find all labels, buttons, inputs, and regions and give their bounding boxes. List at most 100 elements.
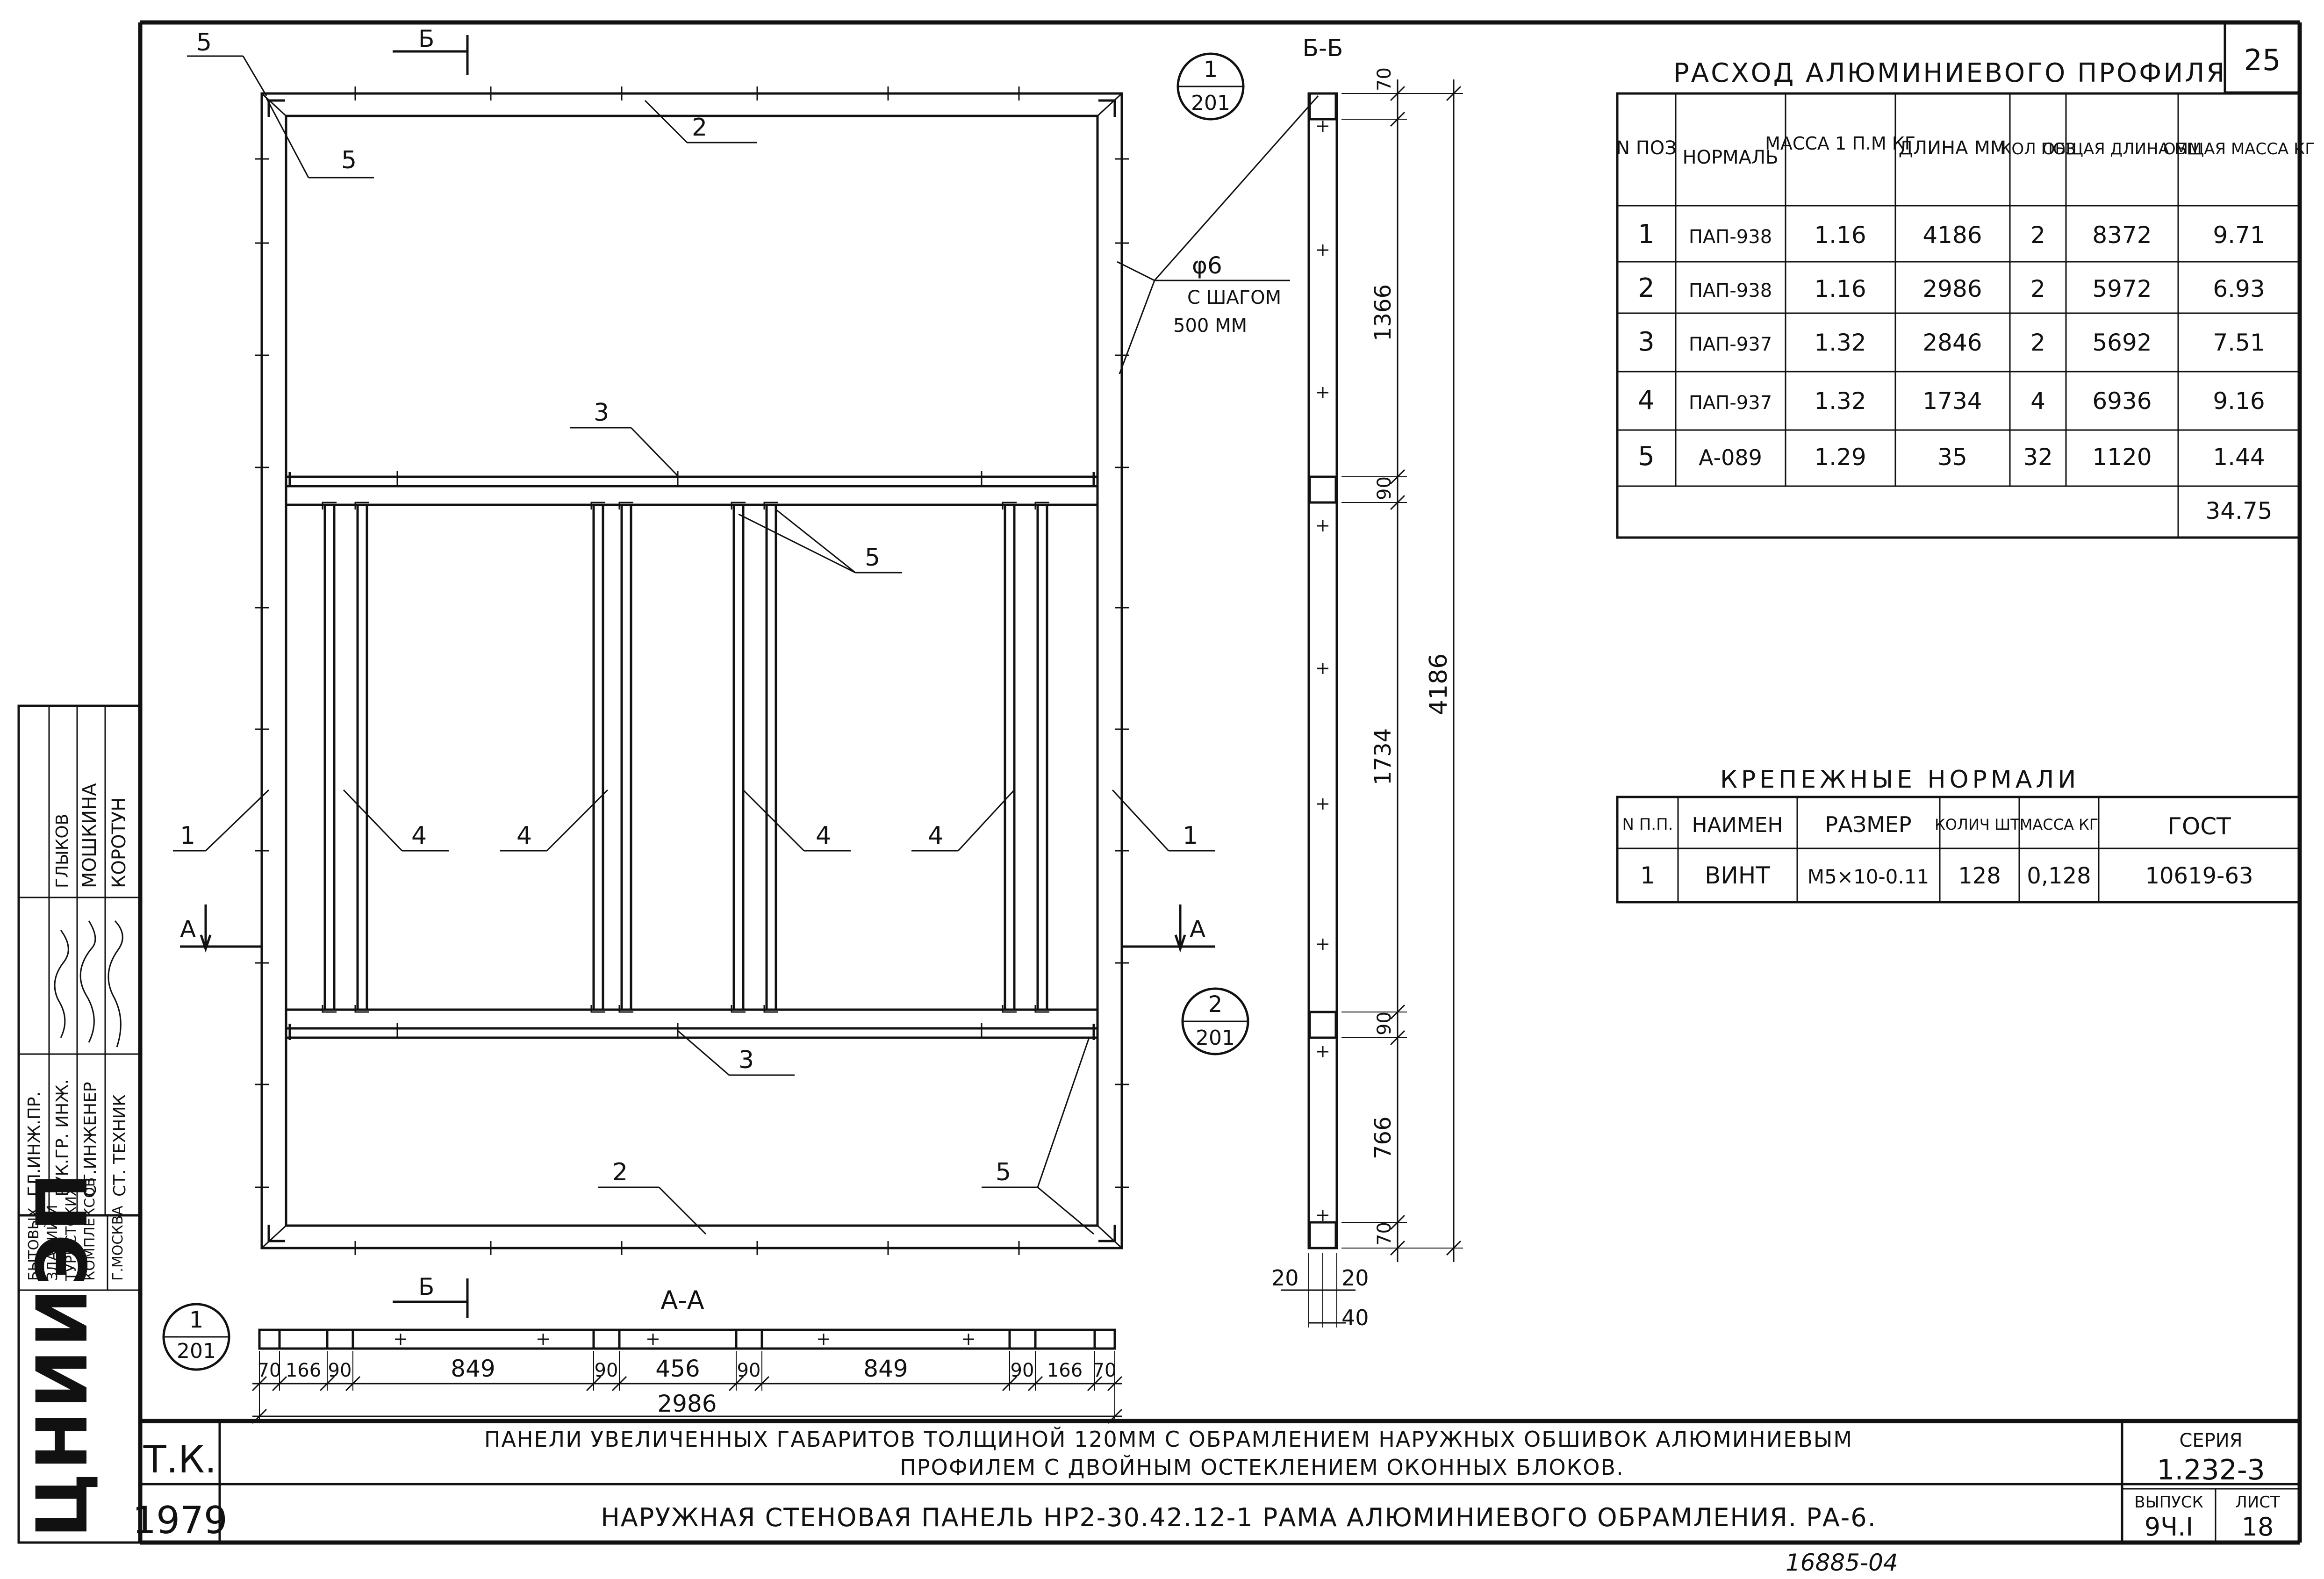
svg-text:1.29: 1.29 — [1814, 444, 1866, 471]
dim-70-top: 70 — [1374, 67, 1395, 91]
svg-text:ВИНТ: ВИНТ — [1705, 862, 1770, 889]
profile-total: 34.75 — [2205, 497, 2272, 524]
svg-text:1.44: 1.44 — [2213, 444, 2265, 471]
section-bb-title: Б-Б — [1303, 35, 1343, 62]
dim-total-2986: 2986 — [657, 1390, 717, 1417]
role-0: ГЛ.ИНЖ.ПР. — [25, 1091, 44, 1197]
signature-2 — [79, 920, 96, 1043]
profile-header-6: ОБЩАЯ МАССА КГ — [2163, 140, 2315, 158]
svg-text:ПАП-937: ПАП-937 — [1689, 392, 1772, 414]
svg-text:2: 2 — [1208, 991, 1223, 1018]
svg-text:1120: 1120 — [2092, 444, 2152, 471]
profile-row-3: 3 ПАП-937 1.32 2846 2 5692 7.51 — [1638, 327, 2265, 357]
svg-text:2: 2 — [2030, 329, 2045, 356]
label-pos4-a: 4 — [411, 822, 427, 850]
dim-20-right: 20 — [1341, 1265, 1369, 1291]
svg-text:5692: 5692 — [2092, 329, 2152, 356]
profile-consumption-table: РАСХОД АЛЮМИНИЕВОГО ПРОФИЛЯ N ПОЗ НОРМАЛ… — [1616, 58, 2315, 539]
svg-text:1.16: 1.16 — [1814, 222, 1866, 249]
label-pos3-upper: 3 — [594, 399, 609, 427]
sheet-number: 25 — [2244, 43, 2281, 77]
dim-20-left: 20 — [1271, 1265, 1299, 1291]
label-pos4-c: 4 — [816, 822, 831, 850]
year-label: 1979 — [132, 1499, 228, 1542]
fastener-table: КРЕПЕЖНЫЕ НОРМАЛИ N П.П. НАИМЕН РАЗМЕР К… — [1616, 766, 2301, 904]
section-aa-drawing: А-А 1 201 70 166 90 849 90 456 90 849 90… — [162, 1285, 1123, 1424]
profile-row-5: 5 А-089 1.29 35 32 1120 1.44 — [1638, 441, 2265, 472]
svg-text:8372: 8372 — [2092, 222, 2152, 249]
dim-a-0: 70 — [258, 1360, 281, 1381]
svg-text:А: А — [180, 916, 196, 943]
fastener-header-4: МАССА КГ — [2020, 816, 2098, 833]
svg-text:4: 4 — [1638, 385, 1655, 416]
dim-a-5: 456 — [655, 1355, 700, 1382]
svg-text:1: 1 — [1638, 219, 1655, 250]
main-frame-drawing: 5 5 2 3 5 1 1 4 4 4 4 — [173, 25, 1319, 1318]
title-line-3: НАРУЖНАЯ СТЕНОВАЯ ПАНЕЛЬ НР2-30.42.12-1 … — [601, 1503, 1877, 1532]
svg-text:М5×10-0.11: М5×10-0.11 — [1808, 865, 1929, 888]
svg-text:6936: 6936 — [2092, 388, 2152, 415]
dim-4186: 4186 — [1425, 653, 1453, 715]
svg-text:1.16: 1.16 — [1814, 275, 1866, 302]
series-value: 1.232-3 — [2157, 1454, 2265, 1486]
svg-text:1: 1 — [189, 1307, 204, 1333]
org-text-3: КОМПЛЕКСОВ — [82, 1177, 98, 1281]
fastener-header-2: РАЗМЕР — [1825, 812, 1911, 837]
profile-row-1: 1 ПАП-938 1.16 4186 2 8372 9.71 — [1638, 219, 2265, 250]
dim-1366: 1366 — [1370, 284, 1396, 341]
callout-1-top: 1 201 — [1176, 52, 1245, 121]
section-aa-title: А-А — [660, 1285, 704, 1315]
org-logo: ЦНИИЭП — [22, 1170, 103, 1538]
section-marker-a-left: А — [180, 904, 262, 953]
hole-step-1: С ШАГОМ — [1187, 287, 1281, 309]
svg-text:201: 201 — [177, 1339, 216, 1363]
sheet-number-box: 25 — [2224, 22, 2300, 94]
org-text-0: БЫТОВЫХ — [26, 1207, 42, 1281]
profile-header-1: НОРМАЛЬ — [1682, 147, 1778, 168]
svg-text:1: 1 — [1204, 57, 1218, 83]
label-pos2-top: 2 — [692, 114, 707, 142]
svg-text:2: 2 — [2030, 275, 2045, 302]
fastener-table-title: КРЕПЕЖНЫЕ НОРМАЛИ — [1720, 766, 2080, 794]
svg-text:7.51: 7.51 — [2213, 329, 2265, 356]
profile-header-5: ОБЩАЯ ДЛИНА ММ — [2043, 140, 2202, 158]
svg-text:0,128: 0,128 — [2027, 863, 2091, 889]
title-line-1: ПАНЕЛИ УВЕЛИЧЕННЫХ ГАБАРИТОВ ТОЛЩИНОЙ 12… — [484, 1427, 1853, 1452]
role-3: СТ. ТЕХНИК — [110, 1094, 129, 1197]
svg-text:9.16: 9.16 — [2213, 388, 2265, 415]
issue-label: ВЫПУСК — [2134, 1493, 2203, 1512]
name-1: ГЛЫКОВ — [53, 814, 72, 888]
fastener-header-5: ГОСТ — [2167, 813, 2231, 840]
profile-header-0: N ПОЗ — [1616, 137, 1677, 159]
sheet-value: 18 — [2242, 1512, 2274, 1542]
dim-a-4: 90 — [595, 1360, 618, 1381]
label-pos1-left: 1 — [180, 822, 195, 850]
label-pos5-middle: 5 — [865, 544, 880, 572]
fastener-header-1: НАИМЕН — [1692, 813, 1783, 837]
svg-text:Б: Б — [418, 25, 434, 52]
svg-text:ПАП-938: ПАП-938 — [1689, 280, 1772, 301]
fastener-header-3: КОЛИЧ ШТ. — [1935, 816, 2024, 833]
hole-diameter: φ6 — [1192, 252, 1222, 279]
profile-table-title: РАСХОД АЛЮМИНИЕВОГО ПРОФИЛЯ — [1673, 58, 2226, 88]
svg-text:5: 5 — [1638, 441, 1655, 472]
dim-766: 766 — [1370, 1116, 1396, 1159]
svg-text:35: 35 — [1937, 444, 1967, 471]
dim-a-2: 90 — [328, 1360, 352, 1381]
label-pos1-right: 1 — [1183, 822, 1198, 850]
dim-70-bottom: 70 — [1374, 1222, 1395, 1246]
name-3: КОРОТУН — [108, 797, 130, 888]
svg-text:10619-63: 10619-63 — [2145, 863, 2253, 889]
svg-text:201: 201 — [1196, 1026, 1235, 1050]
label-pos3-lower: 3 — [739, 1046, 754, 1074]
role-1: РУК.ГР. ИНЖ. — [53, 1079, 72, 1197]
dim-a-1: 166 — [286, 1360, 321, 1381]
tk-label: Т.К. — [143, 1438, 217, 1481]
hole-marks — [255, 86, 1129, 1255]
label-pos5-bottom: 5 — [996, 1158, 1011, 1186]
svg-text:2986: 2986 — [1922, 275, 1982, 302]
dim-a-8: 90 — [1011, 1360, 1034, 1381]
svg-text:ПАП-938: ПАП-938 — [1689, 226, 1772, 248]
dim-a-9: 166 — [1047, 1360, 1083, 1381]
